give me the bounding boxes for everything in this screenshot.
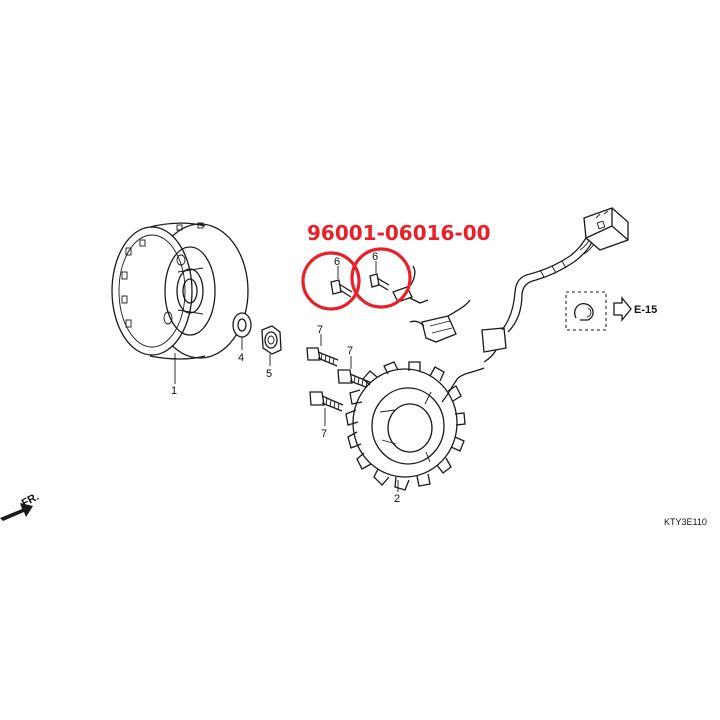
front-direction-arrow-icon bbox=[0, 503, 33, 521]
screw-7-lower bbox=[309, 391, 344, 426]
wire-connector bbox=[583, 207, 629, 251]
flywheel bbox=[111, 222, 249, 384]
callout-7-lower: 7 bbox=[321, 428, 327, 440]
flange-nut bbox=[261, 325, 282, 366]
highlight-circle-left bbox=[301, 251, 361, 311]
washer bbox=[232, 312, 252, 350]
part-number-overlay: 96001-06016-00 bbox=[307, 221, 491, 245]
callout-4: 4 bbox=[238, 352, 244, 364]
screw-7-middle bbox=[337, 356, 373, 390]
callout-7-upper: 7 bbox=[317, 324, 323, 336]
screw-7-upper bbox=[306, 334, 339, 367]
callout-6-right: 6 bbox=[372, 251, 378, 263]
screw-6-right bbox=[369, 261, 390, 291]
highlight-circle-right bbox=[350, 247, 412, 309]
wire-harness bbox=[481, 233, 599, 363]
pulse-generator bbox=[409, 299, 471, 343]
front-direction-label: FR. bbox=[20, 491, 41, 510]
callout-1: 1 bbox=[171, 385, 177, 397]
reference-arrow bbox=[613, 296, 632, 322]
reference-clip-box bbox=[565, 291, 607, 331]
stator bbox=[345, 361, 485, 492]
callout-7-middle: 7 bbox=[347, 345, 353, 357]
callout-5: 5 bbox=[266, 368, 272, 380]
screw-6-left bbox=[330, 266, 353, 298]
diagram-code: KTY3E110 bbox=[664, 517, 707, 527]
reference-label: E-15 bbox=[634, 304, 657, 316]
callout-2: 2 bbox=[394, 493, 400, 505]
callout-6-left: 6 bbox=[334, 256, 340, 268]
